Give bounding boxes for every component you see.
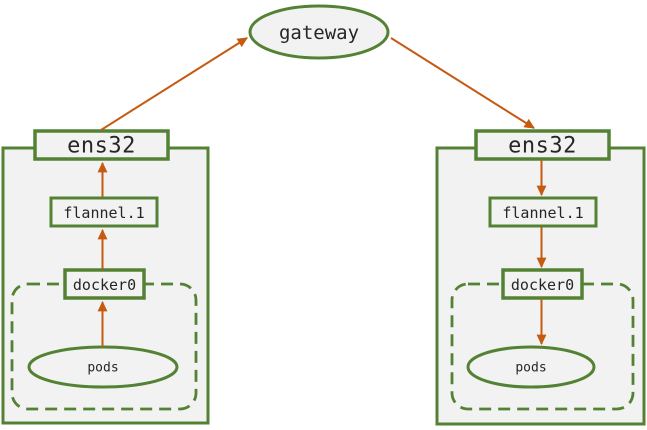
gateway-label: gateway: [279, 22, 359, 44]
right-pods-node: [466, 345, 596, 389]
right-docker0-node: [501, 268, 584, 300]
right-ens32-node: [474, 129, 611, 161]
right-flannel-label: flannel.1: [502, 204, 583, 222]
right-pods-label: pods: [515, 361, 546, 376]
right-flannel-node: [488, 196, 598, 228]
right-arrow-gateway-to-ens32: [390, 37, 535, 129]
right-pod-network-dashed-box: [450, 282, 635, 411]
left-pods-label: pods: [87, 361, 118, 376]
right-ens32-label: ens32: [508, 134, 577, 159]
left-arrow-ens32-to-gateway: [100, 37, 248, 131]
left-host: pods docker0 flannel.1 ens32: [1, 129, 210, 425]
left-ens32-node: [33, 129, 170, 161]
gateway-node-group: gateway: [248, 4, 390, 60]
gateway-node: [248, 4, 390, 60]
left-docker0-node: [63, 268, 146, 300]
left-ens32-label: ens32: [67, 134, 136, 159]
left-flannel-label: flannel.1: [63, 204, 144, 222]
right-docker0-label: docker0: [511, 276, 574, 294]
right-host: pods docker0 flannel.1 ens32: [435, 129, 646, 426]
left-docker0-label: docker0: [73, 276, 136, 294]
left-flannel-node: [49, 196, 159, 228]
